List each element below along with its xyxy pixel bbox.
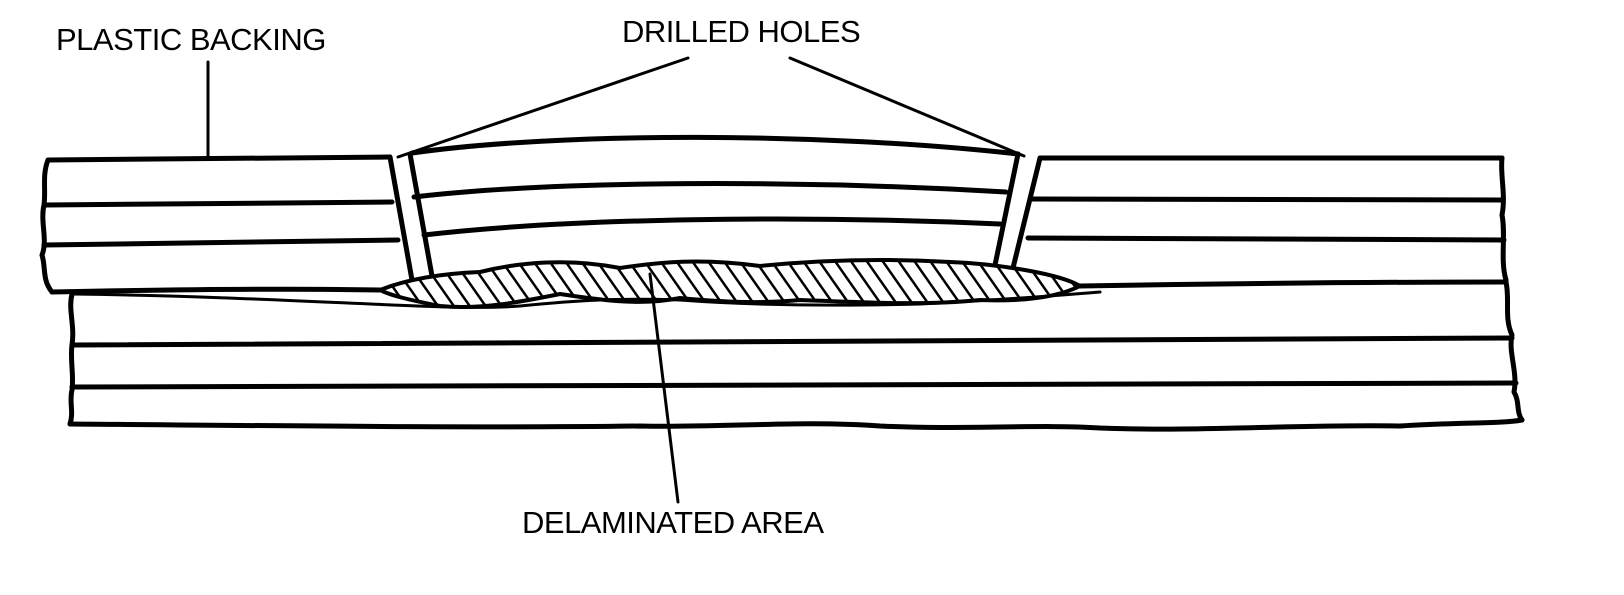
bulged-ply-2 <box>421 216 1003 238</box>
ply-line-under-delam <box>70 290 1102 309</box>
right-edge-upper <box>1499 155 1509 283</box>
drilled-hole-left-wall-2 <box>407 151 435 279</box>
ply-line-right-1 <box>1029 196 1505 203</box>
ply-line-left-1 <box>43 199 395 208</box>
drilled-hole-left-wall-1 <box>387 154 415 283</box>
delaminated-area-label: DELAMINATED AREA <box>522 505 824 540</box>
ply-line-lower-1 <box>71 335 1515 348</box>
plastic-backing-label: PLASTIC BACKING <box>56 22 326 57</box>
ply-line-delam-left <box>49 286 383 295</box>
leader-drilled-hole-right <box>788 56 1026 158</box>
ply-line-right-2 <box>1025 235 1507 243</box>
left-edge-upper <box>39 157 55 295</box>
backing-top-left <box>45 154 393 163</box>
ply-line-left-2 <box>41 237 401 248</box>
bottom-edge <box>67 417 1525 432</box>
ply-line-delam-right <box>1077 279 1509 289</box>
left-edge-lower <box>67 291 76 427</box>
bulged-ply-1 <box>411 181 1009 200</box>
right-edge-lower <box>1503 279 1525 423</box>
drilled-hole-right-wall-1 <box>991 151 1021 273</box>
leader-delaminated-area <box>648 272 680 504</box>
drilled-hole-right-wall-2 <box>1009 155 1043 275</box>
drilled-holes-label: DRILLED HOLES <box>622 14 861 49</box>
leader-drilled-hole-left <box>396 56 690 159</box>
ply-line-lower-2 <box>69 380 1519 390</box>
bulged-top-layer <box>409 134 1021 157</box>
